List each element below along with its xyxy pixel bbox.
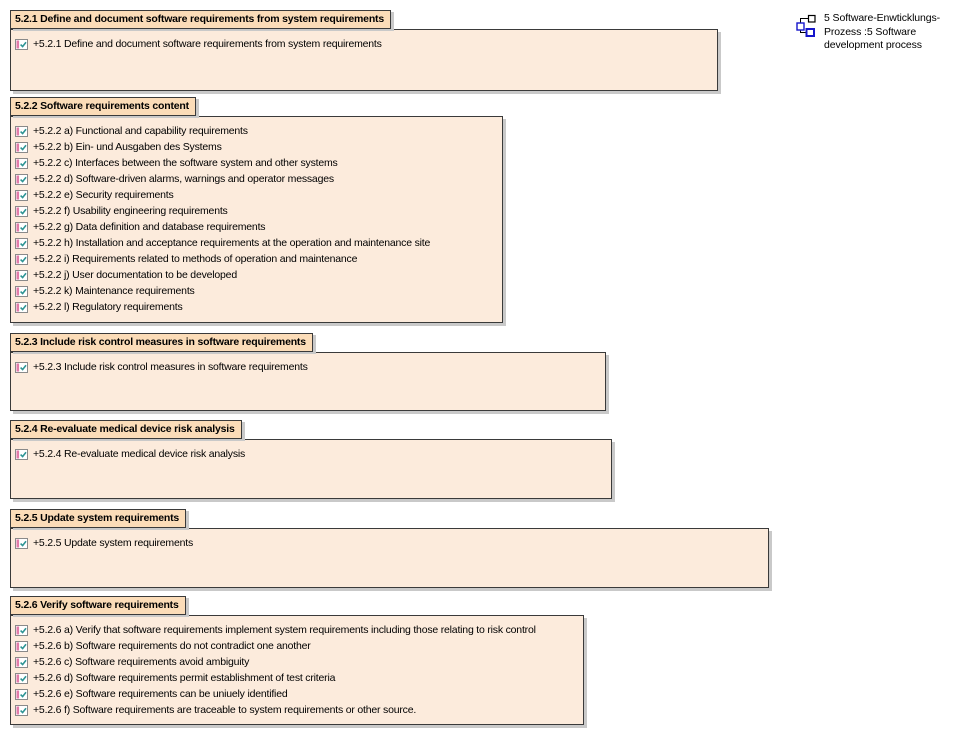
group-header-5.2.5[interactable]: 5.2.5 Update system requirements <box>10 509 187 528</box>
legend-label-line: Prozess :5 Software <box>824 25 917 38</box>
requirement-item[interactable]: +5.2.6 b) Software requirements do not c… <box>11 638 583 654</box>
requirement-item-label: +5.2.4 Re-evaluate medical device risk a… <box>33 448 246 460</box>
requirement-item[interactable]: +5.2.1 Define and document software requ… <box>11 36 717 52</box>
requirement-item-label: +5.2.2 b) Ein- und Ausgaben des Systems <box>33 141 222 153</box>
requirement-item-label: +5.2.1 Define and document software requ… <box>33 38 382 50</box>
requirement-item[interactable]: +5.2.4 Re-evaluate medical device risk a… <box>11 446 611 462</box>
group-body-5.2.2[interactable]: +5.2.2 a) Functional and capability requ… <box>10 116 503 323</box>
legend-label-line: 5 Software-Enwticklungs- <box>824 12 941 24</box>
checked-requirement-icon <box>15 189 28 201</box>
requirement-item-label: +5.2.2 c) Interfaces between the softwar… <box>33 157 338 169</box>
requirement-item-label: +5.2.6 a) Verify that software requireme… <box>33 624 536 636</box>
legend-label: 5 Software-Enwticklungs- Prozess :5 Soft… <box>824 12 940 53</box>
requirement-item-label: +5.2.2 i) Requirements related to method… <box>33 253 358 265</box>
requirement-item[interactable]: +5.2.2 h) Installation and acceptance re… <box>11 235 502 251</box>
checked-requirement-icon <box>15 640 28 652</box>
requirement-item[interactable]: +5.2.2 e) Security requirements <box>11 187 502 203</box>
checked-requirement-icon <box>15 704 28 716</box>
checked-requirement-icon <box>15 157 28 169</box>
requirement-item-label: +5.2.6 b) Software requirements do not c… <box>33 640 311 652</box>
group-body-5.2.5[interactable]: +5.2.5 Update system requirements <box>10 528 769 588</box>
composite-structure-icon <box>795 14 818 37</box>
requirement-item-label: +5.2.2 f) Usability engineering requirem… <box>33 205 228 217</box>
checked-requirement-icon <box>15 537 28 549</box>
requirement-item[interactable]: +5.2.6 c) Software requirements avoid am… <box>11 654 583 670</box>
group-header-5.2.3[interactable]: 5.2.3 Include risk control measures in s… <box>10 333 313 352</box>
group-header-5.2.4[interactable]: 5.2.4 Re-evaluate medical device risk an… <box>10 420 242 439</box>
checked-requirement-icon <box>15 624 28 636</box>
requirement-item-label: +5.2.2 h) Installation and acceptance re… <box>33 237 431 249</box>
requirement-item-label: +5.2.2 d) Software-driven alarms, warnin… <box>33 173 334 185</box>
checked-requirement-icon <box>15 301 28 313</box>
requirement-item-label: +5.2.2 l) Regulatory requirements <box>33 301 183 313</box>
checked-requirement-icon <box>15 253 28 265</box>
group-header-5.2.2[interactable]: 5.2.2 Software requirements content <box>10 97 196 116</box>
requirement-item-label: +5.2.2 j) User documentation to be devel… <box>33 269 237 281</box>
checked-requirement-icon <box>15 656 28 668</box>
requirement-item[interactable]: +5.2.2 j) User documentation to be devel… <box>11 267 502 283</box>
checked-requirement-icon <box>15 141 28 153</box>
requirement-item[interactable]: +5.2.2 l) Regulatory requirements <box>11 299 502 315</box>
requirement-item[interactable]: +5.2.6 e) Software requirements can be u… <box>11 686 583 702</box>
group-body-5.2.4[interactable]: +5.2.4 Re-evaluate medical device risk a… <box>10 439 612 499</box>
requirement-item[interactable]: +5.2.2 a) Functional and capability requ… <box>11 123 502 139</box>
group-header-5.2.1[interactable]: 5.2.1 Define and document software requi… <box>10 10 391 29</box>
requirement-item[interactable]: +5.2.2 d) Software-driven alarms, warnin… <box>11 171 502 187</box>
checked-requirement-icon <box>15 269 28 281</box>
checked-requirement-icon <box>15 285 28 297</box>
requirement-item-label: +5.2.6 d) Software requirements permit e… <box>33 672 336 684</box>
checked-requirement-icon <box>15 221 28 233</box>
checked-requirement-icon <box>15 38 28 50</box>
group-header-5.2.6[interactable]: 5.2.6 Verify software requirements <box>10 596 186 615</box>
requirement-item[interactable]: +5.2.2 c) Interfaces between the softwar… <box>11 155 502 171</box>
requirement-item[interactable]: +5.2.2 b) Ein- und Ausgaben des Systems <box>11 139 502 155</box>
requirement-item[interactable]: +5.2.6 f) Software requirements are trac… <box>11 702 583 718</box>
requirement-item[interactable]: +5.2.6 d) Software requirements permit e… <box>11 670 583 686</box>
group-body-5.2.6[interactable]: +5.2.6 a) Verify that software requireme… <box>10 615 584 725</box>
checked-requirement-icon <box>15 237 28 249</box>
requirement-item[interactable]: +5.2.2 k) Maintenance requirements <box>11 283 502 299</box>
requirement-item[interactable]: +5.2.6 a) Verify that software requireme… <box>11 622 583 638</box>
checked-requirement-icon <box>15 125 28 137</box>
requirement-item[interactable]: +5.2.2 f) Usability engineering requirem… <box>11 203 502 219</box>
group-body-5.2.1[interactable]: +5.2.1 Define and document software requ… <box>10 29 718 91</box>
requirement-item-label: +5.2.3 Include risk control measures in … <box>33 361 308 373</box>
checked-requirement-icon <box>15 205 28 217</box>
requirement-item-label: +5.2.6 e) Software requirements can be u… <box>33 688 288 700</box>
requirement-item-label: +5.2.5 Update system requirements <box>33 537 194 549</box>
requirement-item[interactable]: +5.2.2 i) Requirements related to method… <box>11 251 502 267</box>
requirement-item-label: +5.2.6 f) Software requirements are trac… <box>33 704 417 716</box>
diagram-legend[interactable]: 5 Software-Enwticklungs- Prozess :5 Soft… <box>795 12 940 53</box>
checked-requirement-icon <box>15 361 28 373</box>
requirement-item-label: +5.2.2 a) Functional and capability requ… <box>33 125 248 137</box>
requirement-item[interactable]: +5.2.3 Include risk control measures in … <box>11 359 605 375</box>
legend-label-line: development process <box>824 39 922 51</box>
checked-requirement-icon <box>15 672 28 684</box>
requirement-item-label: +5.2.2 k) Maintenance requirements <box>33 285 195 297</box>
group-body-5.2.3[interactable]: +5.2.3 Include risk control measures in … <box>10 352 606 411</box>
requirement-item-label: +5.2.6 c) Software requirements avoid am… <box>33 656 250 668</box>
checked-requirement-icon <box>15 688 28 700</box>
requirement-item[interactable]: +5.2.2 g) Data definition and database r… <box>11 219 502 235</box>
requirement-item-label: +5.2.2 g) Data definition and database r… <box>33 221 266 233</box>
requirement-item[interactable]: +5.2.5 Update system requirements <box>11 535 768 551</box>
checked-requirement-icon <box>15 448 28 460</box>
checked-requirement-icon <box>15 173 28 185</box>
requirement-item-label: +5.2.2 e) Security requirements <box>33 189 174 201</box>
